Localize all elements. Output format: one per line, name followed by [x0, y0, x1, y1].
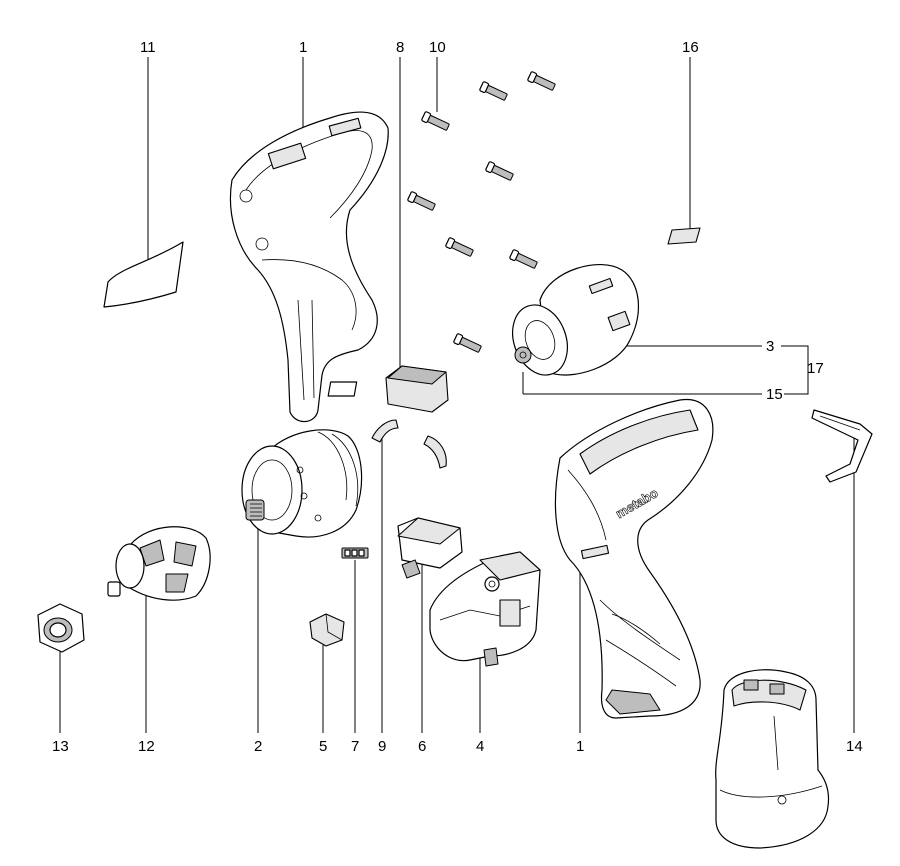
callout-13: 13 [52, 738, 69, 755]
screws [407, 71, 556, 353]
callout-6: 6 [418, 738, 426, 755]
callout-12: 12 [138, 738, 155, 755]
callout-2: 2 [254, 738, 262, 755]
reversing-shims [371, 419, 447, 469]
reversing-slider [397, 517, 463, 579]
callout-10: 10 [429, 39, 446, 56]
callout-16: 16 [682, 39, 699, 56]
belt-clip [811, 409, 873, 483]
callout-1-top: 1 [299, 39, 307, 56]
callout-labels: 11 1 8 10 16 3 17 15 13 12 2 5 7 9 6 4 1… [52, 39, 863, 755]
nameplate [667, 227, 701, 245]
switch-slider [327, 365, 449, 413]
leader-lines [59, 57, 855, 733]
callout-7: 7 [351, 738, 359, 755]
callout-15: 15 [766, 386, 783, 403]
switch [429, 551, 541, 667]
spring-clip [309, 613, 345, 647]
housing-half-right: metabo [554, 398, 714, 719]
housing-half-left [229, 111, 389, 423]
callout-9: 9 [378, 738, 386, 755]
motor [512, 263, 640, 376]
battery-pack [715, 669, 830, 849]
contact-block [341, 547, 369, 559]
callout-11: 11 [140, 39, 156, 56]
chuck-nut [37, 603, 85, 653]
gearbox [241, 429, 363, 538]
callout-14: 14 [846, 738, 863, 755]
callout-5: 5 [319, 738, 327, 755]
quick-chuck [107, 526, 211, 601]
callout-17: 17 [807, 360, 824, 377]
label-strip [103, 241, 184, 308]
callout-1-bottom: 1 [576, 738, 584, 755]
callout-8: 8 [396, 39, 404, 56]
callout-3: 3 [766, 338, 774, 355]
callout-4: 4 [476, 738, 484, 755]
